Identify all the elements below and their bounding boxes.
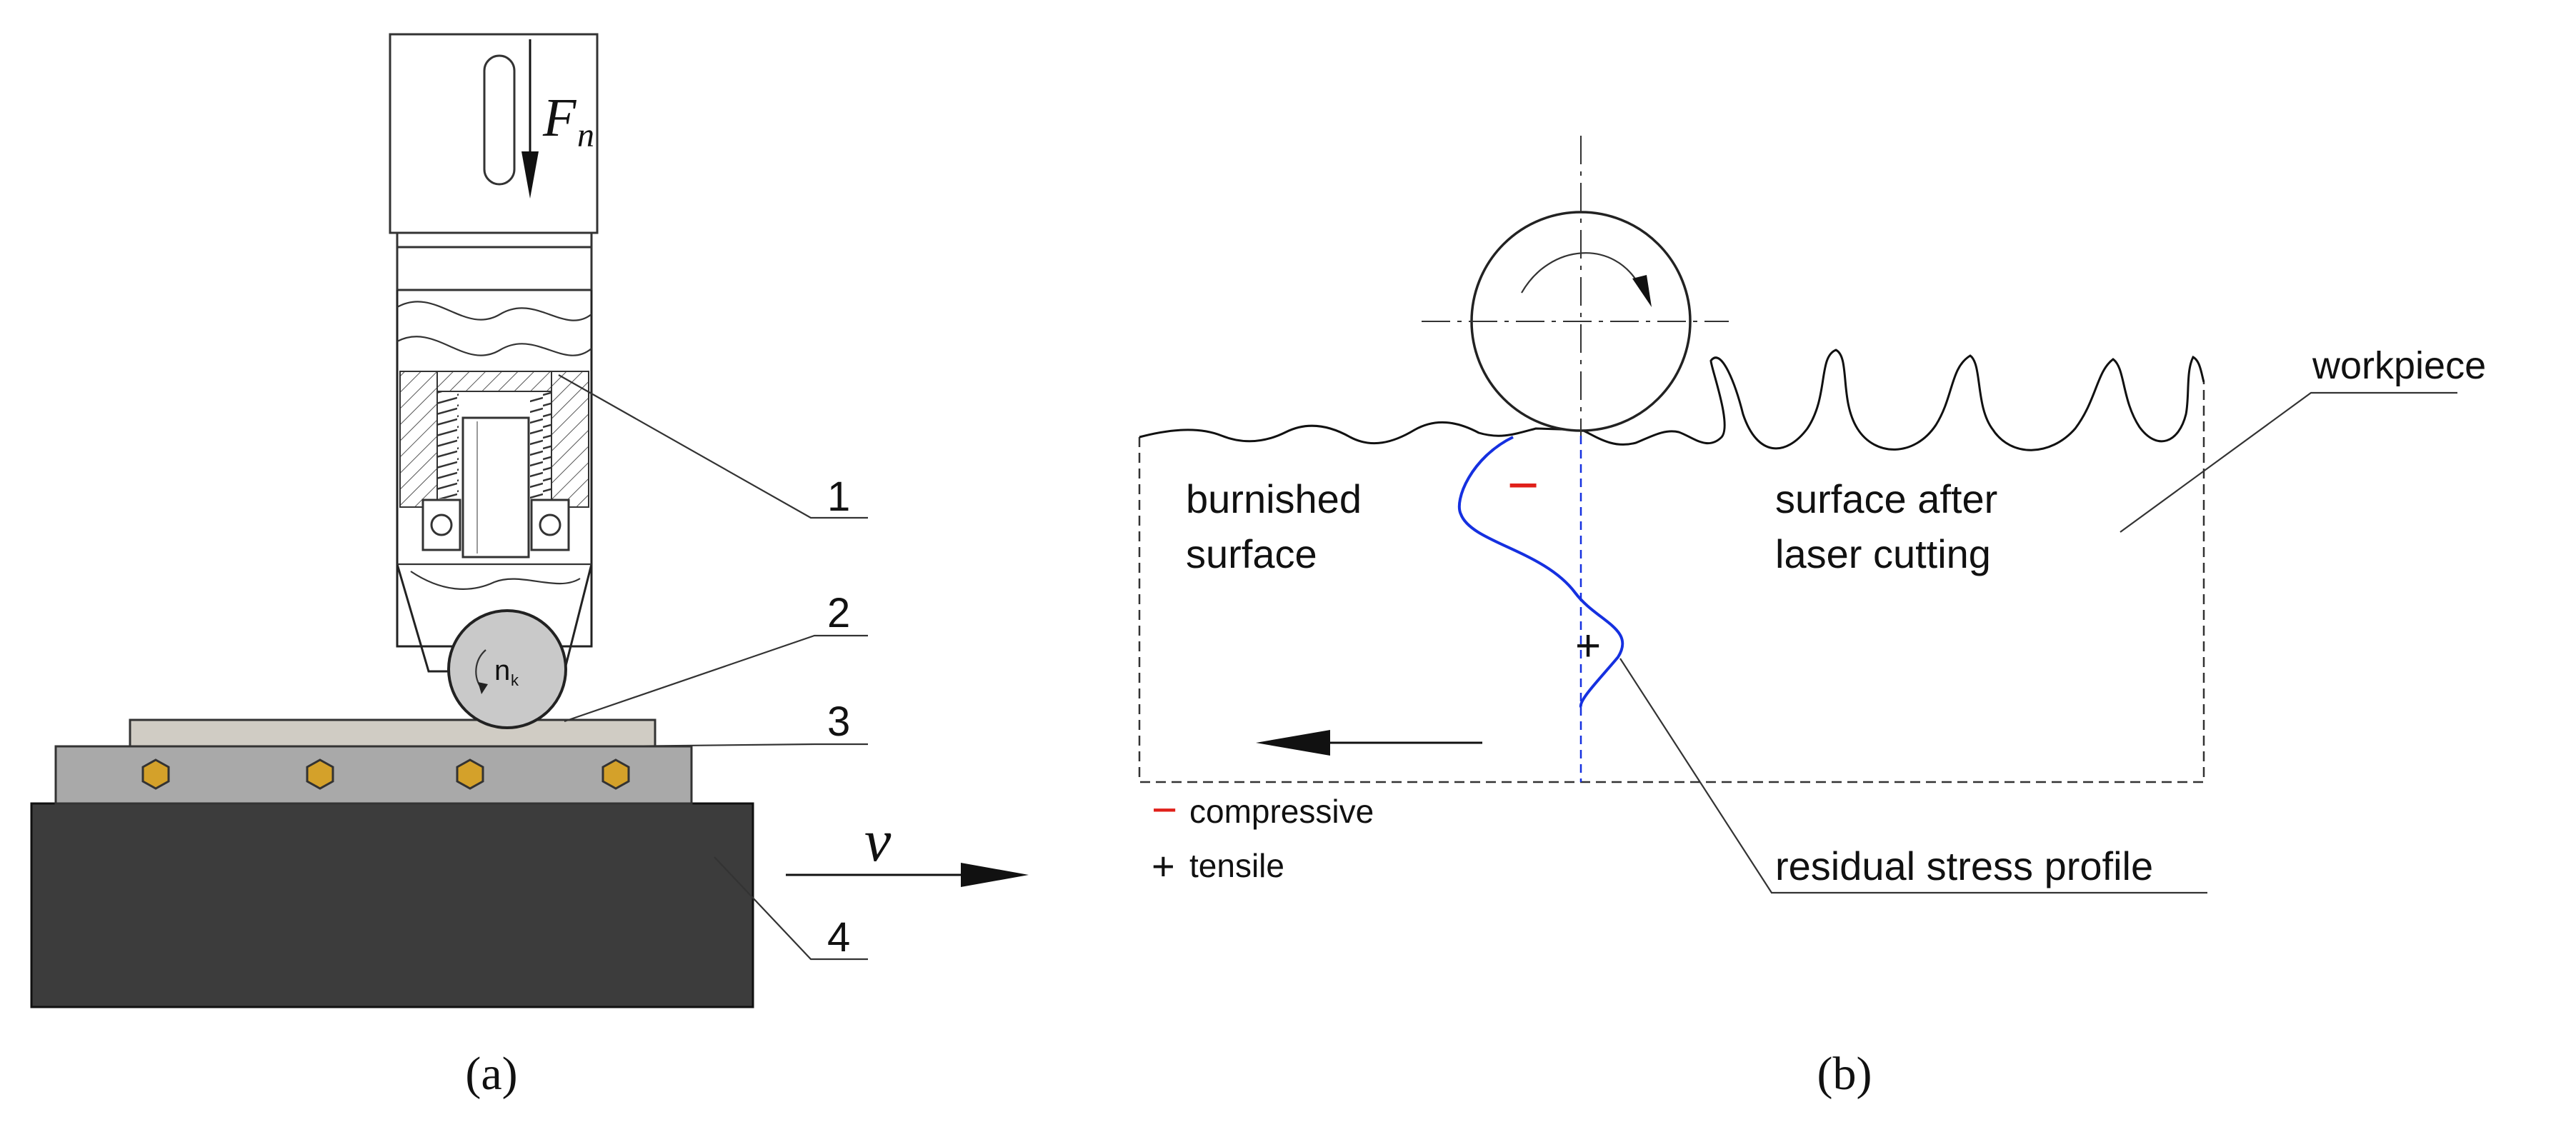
workpiece-leader (2120, 391, 2457, 533)
workpiece-label: workpiece (2312, 344, 2486, 387)
feed-arrowhead (1256, 730, 1330, 756)
bolt-icon (456, 758, 484, 790)
bolt-icon (141, 758, 170, 790)
roller-label: n (494, 655, 510, 686)
burnished-label: surface (1186, 531, 1317, 576)
shank-slot (483, 54, 516, 186)
bolt-icon (601, 758, 630, 790)
housing-wall-left (399, 371, 438, 508)
workpiece-boundary (1138, 382, 2205, 783)
callout-4: 4 (827, 914, 850, 961)
laser-surface-label: surface after (1775, 476, 1997, 521)
bolt-icons (141, 758, 630, 790)
housing-wall-right (551, 371, 589, 508)
spring-left (437, 391, 459, 499)
profile-leader (1619, 658, 2207, 894)
workpiece-sheet (129, 718, 657, 748)
caption-a: (a) (465, 1048, 517, 1100)
tool-collar (396, 231, 593, 249)
break-line (396, 336, 592, 356)
bearing-ball (430, 514, 453, 536)
callout-3: 3 (827, 698, 850, 745)
legend-compressive-symbol: − (1152, 786, 1177, 835)
profile-label: residual stress profile (1775, 843, 2153, 888)
panel-a (30, 33, 1029, 1008)
legend-compressive-label: compressive (1189, 793, 1374, 830)
burnished-label: burnished (1186, 476, 1362, 521)
laser-surface-label: laser cutting (1775, 531, 1991, 576)
break-line (396, 301, 592, 321)
tool-collar (396, 246, 593, 291)
rotation-arrow-icon (1521, 252, 1640, 294)
roller-subscript: k (511, 671, 519, 689)
housing-top (436, 371, 552, 392)
machine-table-block (30, 802, 754, 1008)
roller (447, 609, 567, 729)
tensile-sign: + (1575, 621, 1601, 671)
velocity-label: v (864, 808, 892, 874)
panel-b (1138, 136, 2457, 894)
legend-tensile-label: tensile (1189, 847, 1284, 884)
force-label: F (542, 88, 577, 148)
callout-2: 2 (827, 590, 850, 636)
leader-lines (558, 374, 868, 961)
spring-right (530, 391, 551, 499)
legend-tensile-symbol: + (1152, 843, 1175, 888)
piston-rod (461, 416, 530, 559)
bearing-ball (539, 514, 561, 536)
residual-stress-profile (1457, 436, 1624, 708)
velocity-arrowhead (961, 863, 1029, 887)
caption-b: (b) (1817, 1048, 1872, 1100)
bolt-icon (306, 758, 334, 790)
callout-1: 1 (827, 474, 850, 520)
surface-profile (1139, 349, 2205, 451)
compressive-sign: − (1507, 455, 1539, 516)
force-arrowhead (521, 151, 539, 199)
force-subscript: n (577, 116, 594, 154)
